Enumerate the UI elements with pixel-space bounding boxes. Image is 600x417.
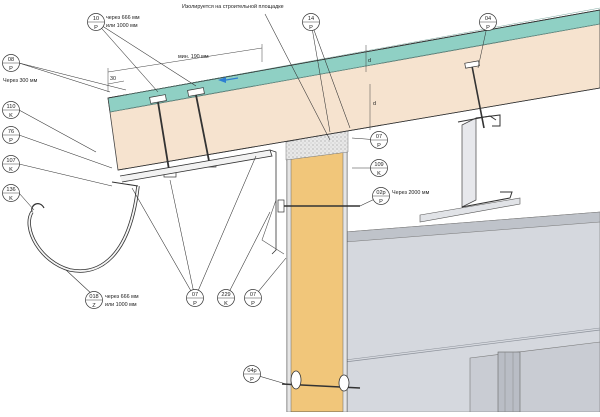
- callout-letter: Z: [92, 303, 96, 309]
- dim-30-label: 30: [110, 76, 116, 82]
- callout-letter: P: [377, 143, 381, 149]
- purlin-z-profile: [419, 114, 521, 223]
- callout-04p-P: 04p P: [243, 365, 261, 383]
- dim-d-label-top: d: [368, 58, 371, 64]
- callout-letter: P: [94, 25, 98, 31]
- wall-sandwich-panel: [285, 129, 349, 413]
- callout-letter: K: [9, 196, 13, 202]
- callout-number: 07: [192, 292, 198, 298]
- callout-letter: P: [486, 25, 490, 31]
- callout-letter: P: [251, 301, 255, 307]
- callout-letter: K: [224, 301, 228, 307]
- roof-fasteners: [149, 60, 485, 178]
- callout-018-Z: 018 Z: [85, 291, 103, 309]
- callout-letter: P: [250, 377, 254, 383]
- callout-number: 018: [89, 294, 98, 300]
- callout-229-K: 229 K: [217, 289, 235, 307]
- callout-07-P-lower-b: 07 P: [244, 289, 262, 307]
- note-02p-spacing: Через 2000 мм: [392, 190, 430, 196]
- note-018-spacing-a: через 666 мм: [105, 294, 139, 300]
- callout-107-K: 107 K: [2, 155, 20, 173]
- callout-number: 109: [374, 162, 383, 168]
- note-08-spacing: Через 300 мм: [3, 78, 38, 84]
- steel-wall-structure: [344, 211, 600, 413]
- note-10-spacing-a: через 666 мм: [106, 15, 140, 21]
- note-018-spacing-b: или 1000 мм: [105, 302, 137, 308]
- callout-number: 04: [485, 16, 491, 22]
- insulate-note-text: Изолируется на строительной площадке: [182, 3, 284, 10]
- callout-number: 110: [7, 104, 16, 110]
- callout-04-P: 04 P: [479, 13, 497, 31]
- callout-number: 02p: [376, 190, 385, 196]
- callout-10-P: 10 P: [87, 13, 105, 31]
- callout-number: 10: [93, 16, 99, 22]
- eave-flashing: [119, 149, 285, 255]
- callout-07-P-lower-a: 07 P: [186, 289, 204, 307]
- callout-14-P: 14 P: [302, 13, 320, 31]
- callout-number: 136: [6, 187, 15, 193]
- callout-letter: K: [9, 113, 13, 119]
- note-10-spacing-b: или 1000 мм: [106, 23, 138, 29]
- wall-fasteners: [277, 199, 361, 392]
- callout-08-P: 08 P: [2, 54, 20, 72]
- gutter: [27, 181, 140, 273]
- callout-136-K: 136 K: [2, 184, 20, 202]
- callout-letter: P: [9, 138, 13, 144]
- callout-number: 14: [308, 16, 314, 22]
- callout-number: 107: [6, 158, 15, 164]
- callout-number: 07: [250, 292, 256, 298]
- callout-letter: P: [9, 66, 13, 72]
- callout-number: 07: [376, 134, 382, 140]
- callout-letter: P: [309, 25, 313, 31]
- callout-110-K: 110 K: [2, 101, 20, 119]
- dim-190-label: мин. 190 мм: [178, 54, 209, 60]
- callout-letter: K: [377, 171, 381, 177]
- callout-number: 229: [221, 292, 230, 298]
- callout-02p-P: 02p P: [372, 187, 390, 205]
- callout-number: 04p: [247, 368, 256, 374]
- callout-letter: P: [379, 199, 383, 205]
- callout-number: 08: [8, 57, 14, 63]
- callout-109-K: 109 K: [370, 159, 388, 177]
- insulate-note-line: Изолируется на строительной площадке: [182, 3, 284, 10]
- callout-07-P-upper: 07 P: [370, 131, 388, 149]
- dim-d-label-core: d: [373, 101, 376, 107]
- callout-letter: K: [9, 167, 13, 173]
- callout-number: 76: [8, 129, 14, 135]
- dimension-annotations: мин. 190 мм 30 d d: [107, 44, 376, 130]
- callout-76-P: 76 P: [2, 126, 20, 144]
- callout-letter: P: [193, 301, 197, 307]
- roof-sandwich-panel: [107, 7, 600, 171]
